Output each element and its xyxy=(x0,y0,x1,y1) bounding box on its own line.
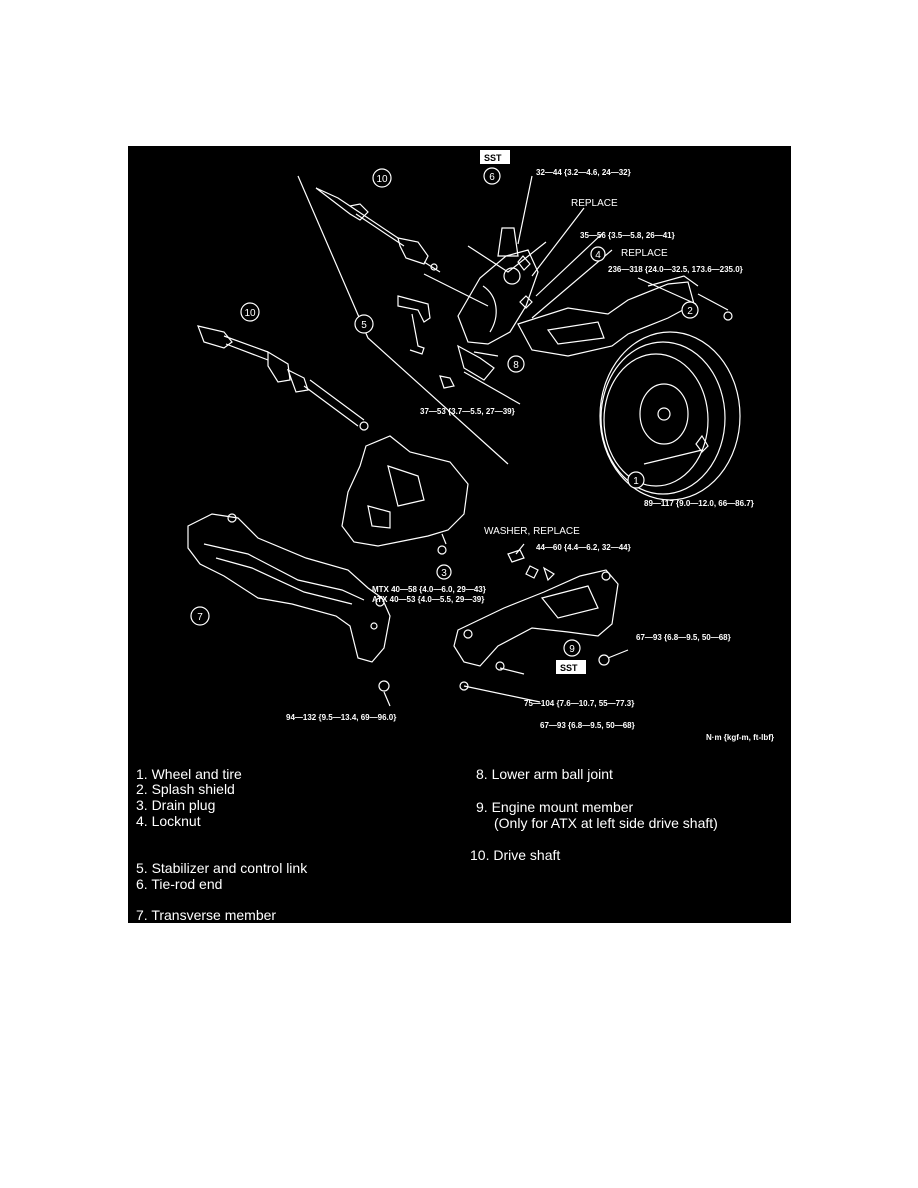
callout-2: 2 xyxy=(687,306,693,317)
callout-circle-10-lower xyxy=(240,302,260,322)
torque-bottom: 67—93 {6.8—9.5, 50—68} xyxy=(540,721,635,730)
diagram-drawing: SST SST 32—44 {3.2—4.6, 24—32} REPLACE 3… xyxy=(187,150,774,742)
callout-circle-7 xyxy=(190,606,210,626)
torque-balljoint: 35—56 {3.5—5.8, 26—41} xyxy=(580,231,675,240)
upper-drive-shaft xyxy=(315,187,441,273)
stabilizer-link xyxy=(397,295,431,355)
legend-item-10: 10. Drive shaft xyxy=(470,847,561,863)
engine-mount-member xyxy=(453,569,619,671)
callout-circle-8 xyxy=(507,355,525,373)
transaxle xyxy=(341,435,469,547)
legend-item-1: 1. Wheel and tire xyxy=(136,766,242,782)
callout-circle-2 xyxy=(681,301,699,319)
callout-circle-5 xyxy=(354,314,374,334)
callout-circle-6 xyxy=(483,167,501,185)
exploded-diagram: SST SST 32—44 {3.2—4.6, 24—32} REPLACE 3… xyxy=(128,146,791,923)
callout-5: 5 xyxy=(361,320,367,331)
transverse-member xyxy=(187,513,391,663)
leader-lines xyxy=(383,175,703,707)
guide-line xyxy=(297,175,509,465)
callout-circle-9 xyxy=(563,639,581,657)
torque-wheel: 89—117 {9.0—12.0, 66—86.7} xyxy=(644,499,754,508)
callout-10-lower: 10 xyxy=(244,308,256,319)
legend-item-9-note: (Only for ATX at left side drive shaft) xyxy=(494,815,718,831)
knuckle-assembly xyxy=(439,227,539,389)
legend-item-2: 2. Splash shield xyxy=(136,781,235,797)
sst-box-bottom xyxy=(556,660,586,674)
torque-atx: ATX 40—53 {4.0—5.5, 29—39} xyxy=(372,595,484,604)
torque-mtx: MTX 40—58 {4.0—6.0, 29—43} xyxy=(372,585,486,594)
callout-6: 6 xyxy=(489,172,495,183)
splash-shield xyxy=(517,275,733,357)
units-label: N·m {kgf-m, ft-lbf} xyxy=(706,733,774,742)
torque-right-bolt: 67—93 {6.8—9.5, 50—68} xyxy=(636,633,731,642)
callout-circle-4 xyxy=(590,246,606,262)
callout-4: 4 xyxy=(595,250,601,261)
legend-item-7: 7. Transverse member xyxy=(136,907,277,923)
callout-circle-10-upper xyxy=(372,168,392,188)
torque-center: 75—104 {7.6—10.7, 55—77.3} xyxy=(524,699,634,708)
legend-item-9: 9. Engine mount member xyxy=(476,799,634,815)
legend-item-4: 4. Locknut xyxy=(136,813,201,829)
replace-label: REPLACE xyxy=(571,198,618,209)
callout-3: 3 xyxy=(441,568,447,579)
callout-1: 1 xyxy=(633,476,639,487)
sst-label-bottom: SST xyxy=(560,663,578,673)
sst-label-top: SST xyxy=(484,153,502,163)
legend-item-6: 6. Tie-rod end xyxy=(136,876,223,892)
torque-transverse: 94—132 {9.5—13.4, 69—96.0} xyxy=(286,713,396,722)
callout-9: 9 xyxy=(569,644,575,655)
lower-drive-shaft xyxy=(197,325,369,431)
wheel-and-tire xyxy=(599,331,741,501)
torque-lower-arm: 37—53 {3.7—5.5, 27—39} xyxy=(420,407,515,416)
legend-item-8: 8. Lower arm ball joint xyxy=(476,766,613,782)
sst-box-top xyxy=(480,150,510,164)
torque-engine-mount-top: 44—60 {4.4—6.2, 32—44} xyxy=(536,543,631,552)
bolts xyxy=(378,545,610,692)
torque-tie-rod: 32—44 {3.2—4.6, 24—32} xyxy=(536,168,631,177)
torque-locknut: 236—318 {24.0—32.5, 173.6—235.0} xyxy=(608,265,743,274)
callout-8: 8 xyxy=(513,360,519,371)
callout-7: 7 xyxy=(197,612,203,623)
callout-circle-1 xyxy=(627,471,645,489)
replace-locknut-label: REPLACE xyxy=(621,248,668,259)
washer-replace-label: WASHER, REPLACE xyxy=(484,526,580,537)
legend-item-5: 5. Stabilizer and control link xyxy=(136,860,308,876)
guide-line xyxy=(423,241,547,307)
callout-circle-3 xyxy=(436,564,452,580)
callout-10-upper: 10 xyxy=(376,174,388,185)
legend-item-3: 3. Drain plug xyxy=(136,797,216,813)
